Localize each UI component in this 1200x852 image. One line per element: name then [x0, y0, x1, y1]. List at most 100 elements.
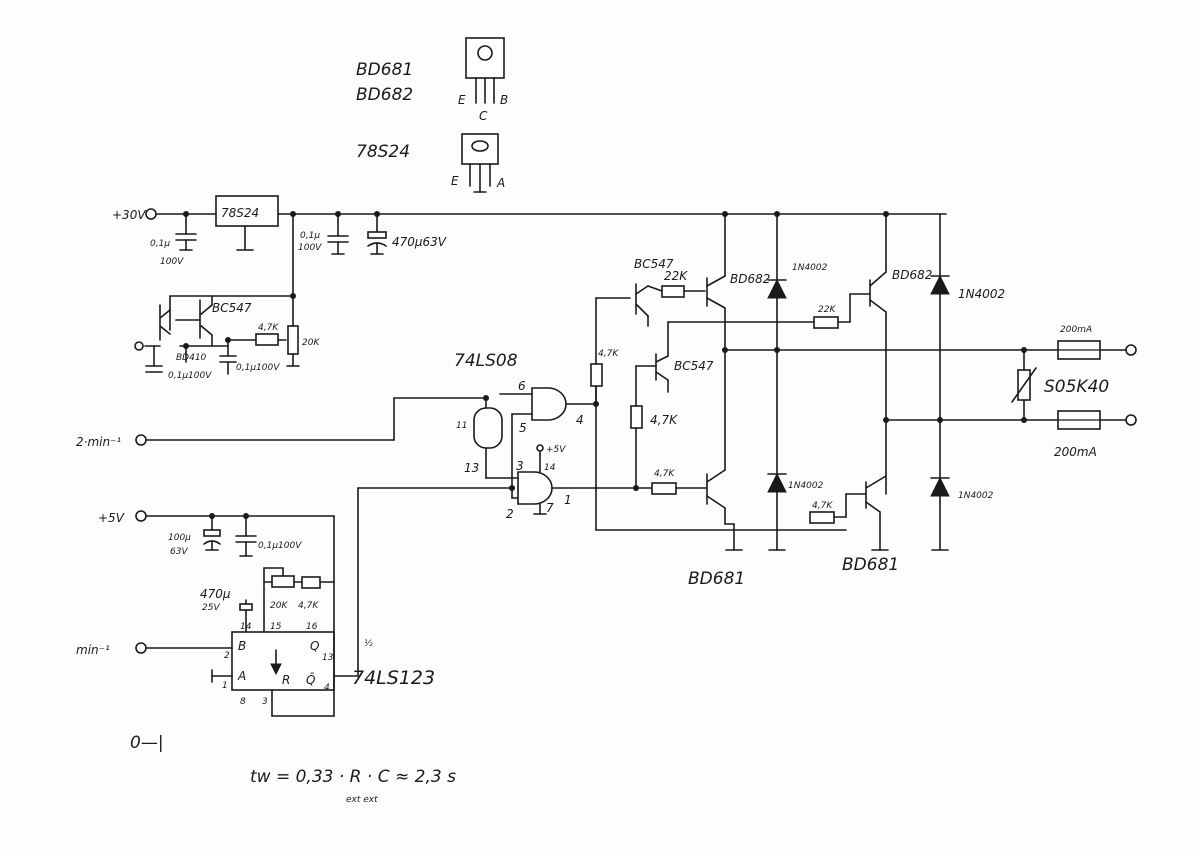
ic-pin-q: Q — [310, 639, 319, 653]
ic-num-16: 16 — [306, 622, 318, 632]
adjust-q1-label: BC547 — [212, 301, 252, 315]
ic-num-14: 14 — [240, 622, 252, 632]
package-label-78s24: 78S24 — [356, 142, 410, 162]
input-2min-terminal[interactable] — [135, 434, 147, 446]
gate-pin-13: 13 — [464, 461, 479, 475]
bc547-upper-label: BC547 — [634, 257, 674, 271]
ic-num-13: 13 — [322, 653, 334, 663]
diode3-label: 1N4002 — [788, 481, 824, 491]
output-terminal-2[interactable] — [1125, 414, 1137, 426]
package-pin-e: E — [458, 93, 466, 107]
ground-symbol: 0—| — [130, 733, 164, 753]
output-terminal-1[interactable] — [1125, 344, 1137, 356]
adjust-c1-label: 0,1µ100V — [168, 371, 212, 381]
r47k-a-label: 4,7K — [598, 349, 619, 359]
ic-pin-qn: Q̄ — [306, 673, 315, 687]
r47k-c-label: 4,7K — [654, 469, 675, 479]
gate-pin-3: 3 — [516, 459, 524, 473]
and-gate-spare — [473, 395, 503, 479]
cap3-value: 470µ63V — [392, 235, 447, 249]
input-min-label: min⁻¹ — [76, 643, 110, 657]
gate-v5-label: +5V — [546, 445, 566, 455]
cap1-value: 0,1µ — [150, 239, 170, 249]
output-fuses — [1011, 340, 1127, 430]
supply-rail — [156, 195, 947, 297]
gate-pin-11: 11 — [456, 421, 467, 431]
ic-num-4: 4 — [324, 683, 330, 693]
r47k-b-label: 4,7K — [650, 413, 678, 427]
diode2-label: 1N4002 — [958, 287, 1005, 301]
ic-num-15: 15 — [270, 622, 282, 632]
cap-100u-voltage: 63V — [170, 547, 188, 557]
regulator-78s24-label: 78S24 — [221, 206, 259, 220]
bd681-left-label: BD681 — [688, 569, 745, 589]
ic-num-8: 8 — [240, 697, 246, 707]
bd682-right-label: BD682 — [892, 268, 932, 282]
ic-num-3: 3 — [262, 697, 268, 707]
adjust-r1-label: 4,7K — [258, 323, 279, 333]
cap2-voltage: 100V — [298, 243, 322, 253]
diode1-label: 1N4002 — [792, 263, 828, 273]
gate-pin-2: 2 — [506, 507, 514, 521]
input-2min-label: 2·min⁻¹ — [76, 435, 121, 449]
adjust-q2-label: BD410 — [176, 353, 207, 363]
h-bridge — [590, 213, 1059, 551]
package-pin-b: B — [500, 93, 508, 107]
transistor-package-drawing — [465, 37, 505, 104]
bd681-right-label: BD681 — [842, 555, 899, 575]
input-min-terminal[interactable] — [135, 642, 147, 654]
timing-formula: tw = 0,33 · R · C ≈ 2,3 s — [250, 767, 456, 787]
regulator-pin-a: A — [496, 176, 505, 190]
r47k-d-label: 4,7K — [812, 501, 833, 511]
monoflop-v5-label: +5V — [98, 511, 125, 525]
monoflop-r-label: 4,7K — [298, 601, 319, 611]
supply-30v-label: +30V — [112, 208, 146, 222]
ic-pin-a: A — [237, 669, 246, 683]
package-label-bd682: BD682 — [356, 85, 413, 105]
gate-ic-label: 74LS08 — [454, 351, 518, 371]
varistor-label: S05K40 — [1044, 377, 1109, 397]
fuse2-label: 200mA — [1054, 445, 1097, 459]
monoflop-pot-label: 20K — [270, 601, 288, 611]
cap1-voltage: 100V — [160, 257, 184, 267]
regulator-package-drawing — [461, 133, 499, 193]
cap2-value: 0,1µ — [300, 231, 320, 241]
gate-pin-7: 7 — [546, 501, 554, 515]
ic-pin-b: B — [238, 639, 246, 653]
monoflop-ic-label: 74LS123 — [352, 667, 435, 689]
gate-pin-14: 14 — [544, 463, 556, 473]
package-pin-c: C — [479, 109, 488, 123]
package-label-bd681: BD681 — [356, 60, 413, 80]
ic-num-2: 2 — [224, 651, 230, 661]
gate-pin-5: 5 — [519, 421, 527, 435]
ic-pin-r: R — [282, 673, 290, 687]
adjust-pot-label: 20K — [302, 338, 320, 348]
adjust-network — [144, 293, 300, 375]
diode4-label: 1N4002 — [958, 491, 994, 501]
bd682-left-label: BD682 — [730, 272, 770, 286]
ic-num-1: 1 — [222, 681, 228, 691]
gate-pin-1: 1 — [564, 493, 572, 507]
and-gate-upper — [145, 387, 597, 441]
cap-100u-label: 100µ — [168, 533, 191, 543]
bc547-mid-label: BC547 — [674, 359, 714, 373]
cap-01u-label: 0,1µ100V — [258, 541, 302, 551]
r22k-right-label: 22K — [818, 305, 836, 315]
adjust-c2-label: 0,1µ100V — [236, 363, 280, 373]
input-5v-terminal[interactable] — [135, 510, 147, 522]
gate-pin-4: 4 — [576, 413, 584, 427]
monoflop-section — [145, 513, 359, 717]
gate-pin-6: 6 — [518, 379, 526, 393]
input-30v-terminal[interactable] — [145, 208, 157, 220]
and-gate-lower — [357, 413, 637, 677]
cext-voltage: 25V — [202, 603, 220, 613]
cext-label: 470µ — [200, 587, 231, 601]
adjust-terminal[interactable] — [134, 341, 144, 351]
regulator-pin-e: E — [451, 174, 459, 188]
r22k-upper-label: 22K — [664, 269, 688, 283]
timing-formula-sub: ext ext — [346, 795, 378, 805]
monoflop-half-label: ½ — [364, 639, 373, 649]
fuse1-label: 200mA — [1060, 325, 1092, 335]
